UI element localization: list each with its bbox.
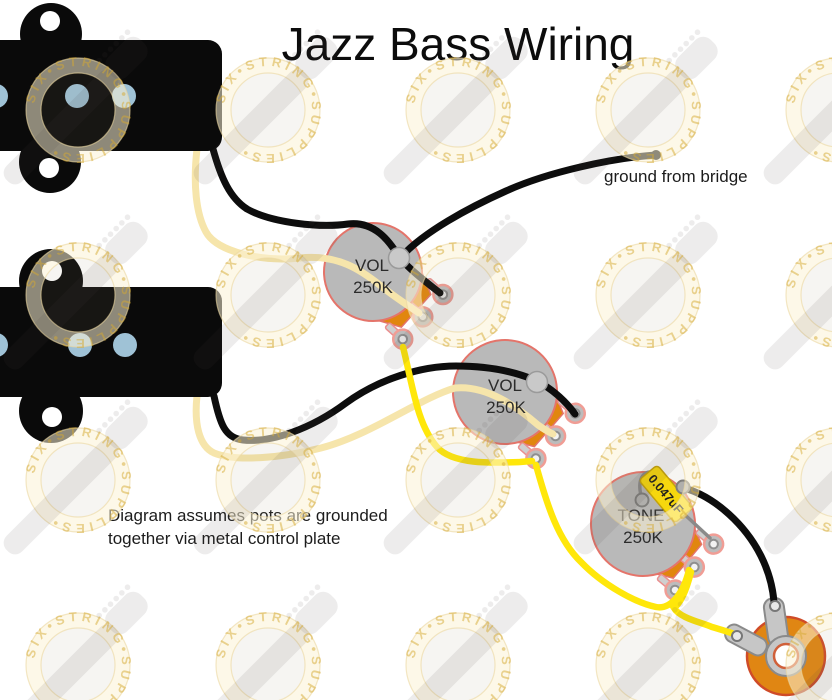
pole-piece — [112, 84, 136, 108]
mounting-hole — [42, 407, 62, 427]
page-title: Jazz Bass Wiring — [282, 18, 635, 70]
mounting-hole — [42, 261, 62, 281]
ground-from-bridge-label: ground from bridge — [604, 167, 748, 186]
pole-piece — [65, 84, 89, 108]
jack-tab-hole — [769, 600, 781, 612]
tone-label: TONE — [618, 506, 665, 525]
solder-blob-vol1 — [387, 246, 411, 270]
bridge-pickup — [0, 249, 222, 443]
jack-tab-hole — [731, 630, 743, 642]
volume2-value: 250K — [486, 398, 526, 417]
pickup-body — [0, 287, 222, 397]
mounting-hole — [40, 11, 60, 31]
solder-pad-tone — [634, 492, 650, 508]
pole-piece — [113, 333, 137, 357]
volume2-label: VOL — [488, 376, 522, 395]
pickup-body — [0, 40, 222, 151]
volume1-value: 250K — [353, 278, 393, 297]
neck-pickup — [0, 3, 222, 193]
solder-blob-vol2 — [525, 370, 549, 394]
tone-value: 250K — [623, 528, 663, 547]
note-line-2: together via metal control plate — [108, 529, 340, 548]
mounting-hole — [39, 158, 59, 178]
volume1-label: VOL — [355, 256, 389, 275]
pole-piece — [68, 333, 92, 357]
note-line-1: Diagram assumes pots are grounded — [108, 506, 388, 525]
solder-pad-tone — [675, 479, 691, 495]
